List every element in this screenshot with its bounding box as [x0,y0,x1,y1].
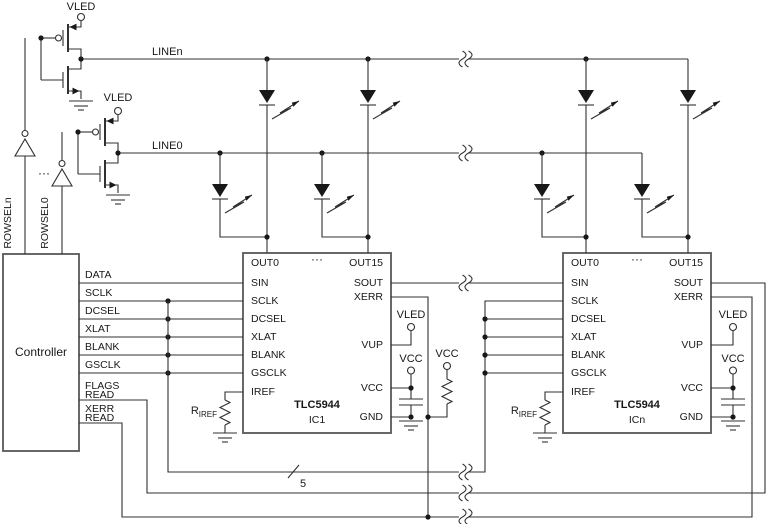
led-icon [313,183,355,214]
ic1-block [242,252,392,434]
ic1-dcsel: DCSEL [251,313,286,325]
vled-label-linen: VLED [67,1,96,13]
led-icon [211,183,253,214]
control-signal-lines [79,282,243,376]
dcsel-label: DCSEL [85,305,120,317]
icn-sout: SOUT [674,277,704,289]
xlat-label: XLAT [85,323,111,335]
icn-out0: OUT0 [571,257,599,269]
ic1-sout: SOUT [354,277,384,289]
row-switch-line0 [51,108,130,254]
vcc-label-icn: VCC [721,353,744,365]
row-switch-linen [14,14,93,254]
icn-dcsel: DCSEL [571,313,606,325]
line0-rail [115,150,642,156]
linen-label: LINEn [152,46,183,58]
icn-part-number: TLC5944 [614,399,661,411]
led-icon [533,183,575,214]
ic1-vup: VUP [361,339,383,351]
rowseln-label: ROWSELn [2,197,14,249]
icn-designator: ICn [629,414,646,426]
ic1-support: RIREF VLED VCC VCC [191,309,459,443]
sclk-label: SCLK [85,287,112,299]
led-icon [258,89,300,120]
ic1-designator: IC1 [309,414,326,426]
xerr-read-net [79,296,753,518]
vcc-label-ic1: VCC [399,353,422,365]
icn-sin: SIN [571,277,589,289]
rowsel0-label: ROWSEL0 [39,197,51,249]
flags-label: FLAGS [85,380,119,392]
vled-label-icn: VLED [719,309,748,321]
xerr-label: XERR [85,403,115,415]
ic1-part-number: TLC5944 [294,399,341,411]
xerr-read-label: READ [85,412,115,424]
vcc-label-pullup: VCC [435,348,458,360]
controller-pin-labels: DATA SCLK DCSEL XLAT BLANK GSCLK FLAGS R… [85,269,121,424]
led-icon [359,89,401,120]
data-label: DATA [85,269,111,281]
icn-iref: IREF [571,386,595,398]
ic1-sin: SIN [251,277,269,289]
ic1-xerr: XERR [354,291,384,303]
flags-read-net [79,282,766,494]
icn-sclk: SCLK [571,295,598,307]
led-icon [577,89,619,120]
rowsel-ellipsis: ··· [38,166,50,180]
icn-vcc: VCC [681,382,704,394]
riref-label-icn: RIREF [511,405,537,419]
ic1-out0: OUT0 [251,257,279,269]
ic1-blank: BLANK [251,349,285,361]
inverter-rowsel0 [51,159,73,187]
ic1-xerr-wire [391,296,429,517]
inverter-rowseln [14,129,36,157]
controller-block [2,253,80,452]
icn-blank: BLANK [571,349,605,361]
led-icon [633,183,675,214]
ic1-sclk: SCLK [251,295,278,307]
ic1-out-ellipsis: ··· [311,252,323,266]
flags-read-label: READ [85,389,115,401]
icn-xlat: XLAT [571,331,597,343]
icn-pin-labels: OUT0 ··· OUT15 SIN SCLK DCSEL XLAT BLANK… [571,252,704,426]
led-matrix [211,59,721,253]
icn-gnd: GND [680,411,704,423]
icn-vup: VUP [681,339,703,351]
icn-block [562,252,712,434]
riref-label-ic1: RIREF [191,405,217,419]
icn-support: RIREF VLED VCC [511,309,748,443]
ic1-out15: OUT15 [349,257,383,269]
ic1-gnd: GND [360,411,384,423]
ic1-gsclk: GSCLK [251,367,287,379]
blank-label: BLANK [85,341,119,353]
line0-label: LINE0 [152,140,183,152]
vled-label-line0: VLED [104,92,133,104]
icn-out15: OUT15 [669,257,703,269]
ic1-vcc: VCC [361,382,384,394]
linen-rail [78,56,688,62]
led-icon [679,89,721,120]
control-bus: 5 [167,300,563,490]
vled-label-ic1: VLED [397,309,426,321]
bus-width-label: 5 [300,478,306,490]
gsclk-label: GSCLK [85,359,121,371]
ic1-xlat: XLAT [251,331,277,343]
ic1-pin-labels: OUT0 ··· OUT15 SIN SCLK DCSEL XLAT BLANK… [251,252,384,426]
icn-out-ellipsis: ··· [631,252,643,266]
icn-gsclk: GSCLK [571,367,607,379]
icn-xerr: XERR [674,291,704,303]
break-icon [458,508,473,524]
ic1-iref: IREF [251,386,275,398]
controller-title: Controller [15,345,67,359]
